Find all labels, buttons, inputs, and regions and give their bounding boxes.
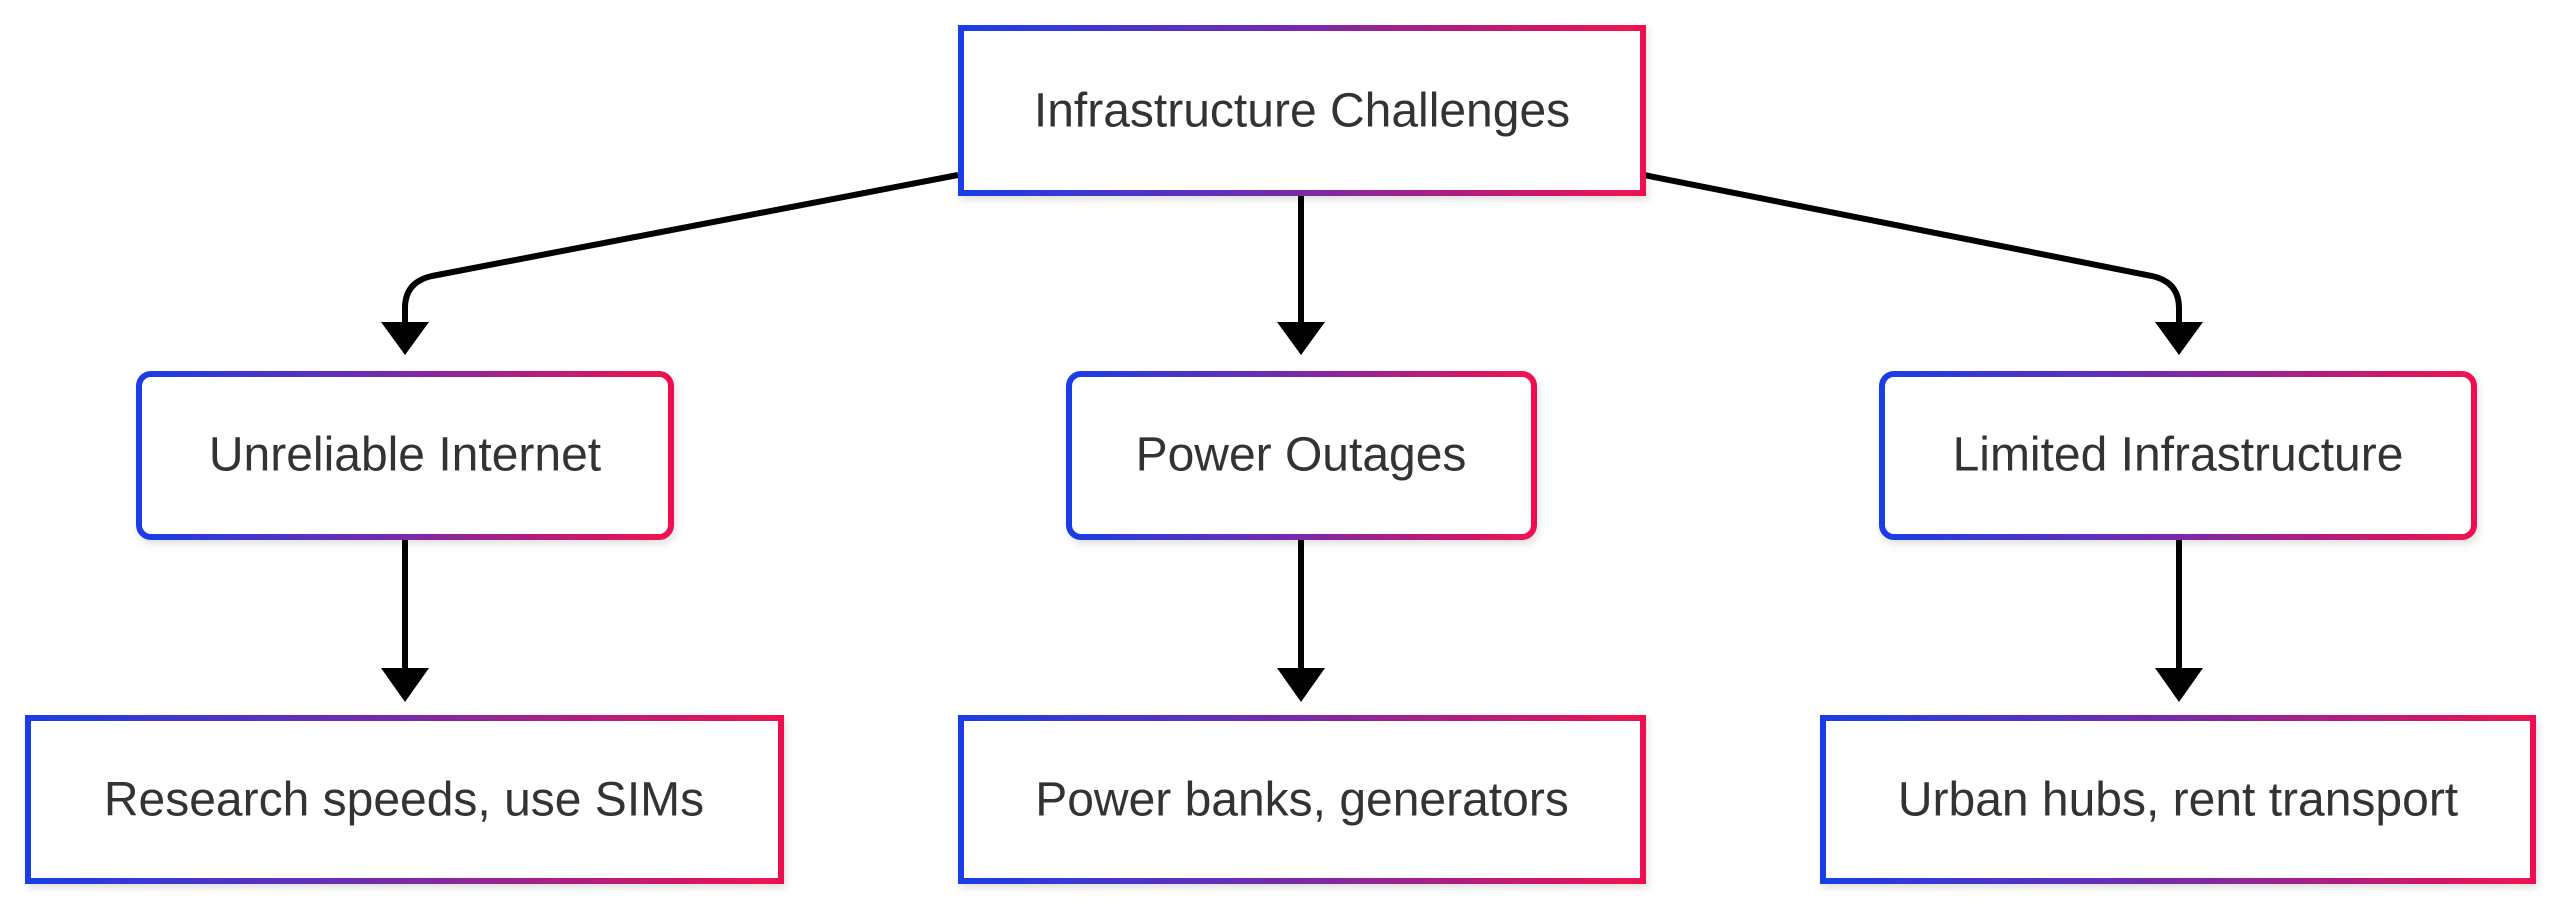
node-power-outages: Power Outages (1066, 371, 1537, 540)
node-power-solution-label: Power banks, generators (1035, 774, 1569, 827)
node-limited-infrastructure-label: Limited Infrastructure (1953, 429, 2404, 482)
arrowhead-power-solution (1277, 668, 1325, 702)
edge-root-to-internet (402, 172, 959, 330)
node-power-outages-label: Power Outages (1136, 429, 1467, 482)
arrowhead-power (1277, 322, 1325, 355)
edges (381, 172, 2203, 702)
node-internet-solution: Research speeds, use SIMs (25, 715, 784, 884)
node-root: Infrastructure Challenges (958, 25, 1646, 196)
node-root-label: Infrastructure Challenges (1034, 85, 1570, 138)
node-infra-solution-label: Urban hubs, rent transport (1898, 774, 2458, 827)
node-internet-solution-label: Research speeds, use SIMs (104, 774, 704, 827)
node-limited-infrastructure: Limited Infrastructure (1879, 371, 2477, 540)
node-power-solution: Power banks, generators (958, 715, 1646, 884)
node-unreliable-internet: Unreliable Internet (136, 371, 674, 540)
arrowhead-infra (2155, 322, 2203, 355)
node-infra-solution: Urban hubs, rent transport (1820, 715, 2536, 884)
arrowhead-internet-solution (381, 668, 429, 702)
arrowhead-internet (381, 322, 429, 355)
arrowhead-infra-solution (2155, 668, 2203, 702)
node-unreliable-internet-label: Unreliable Internet (209, 429, 601, 482)
edge-root-to-infra (1643, 172, 2182, 330)
